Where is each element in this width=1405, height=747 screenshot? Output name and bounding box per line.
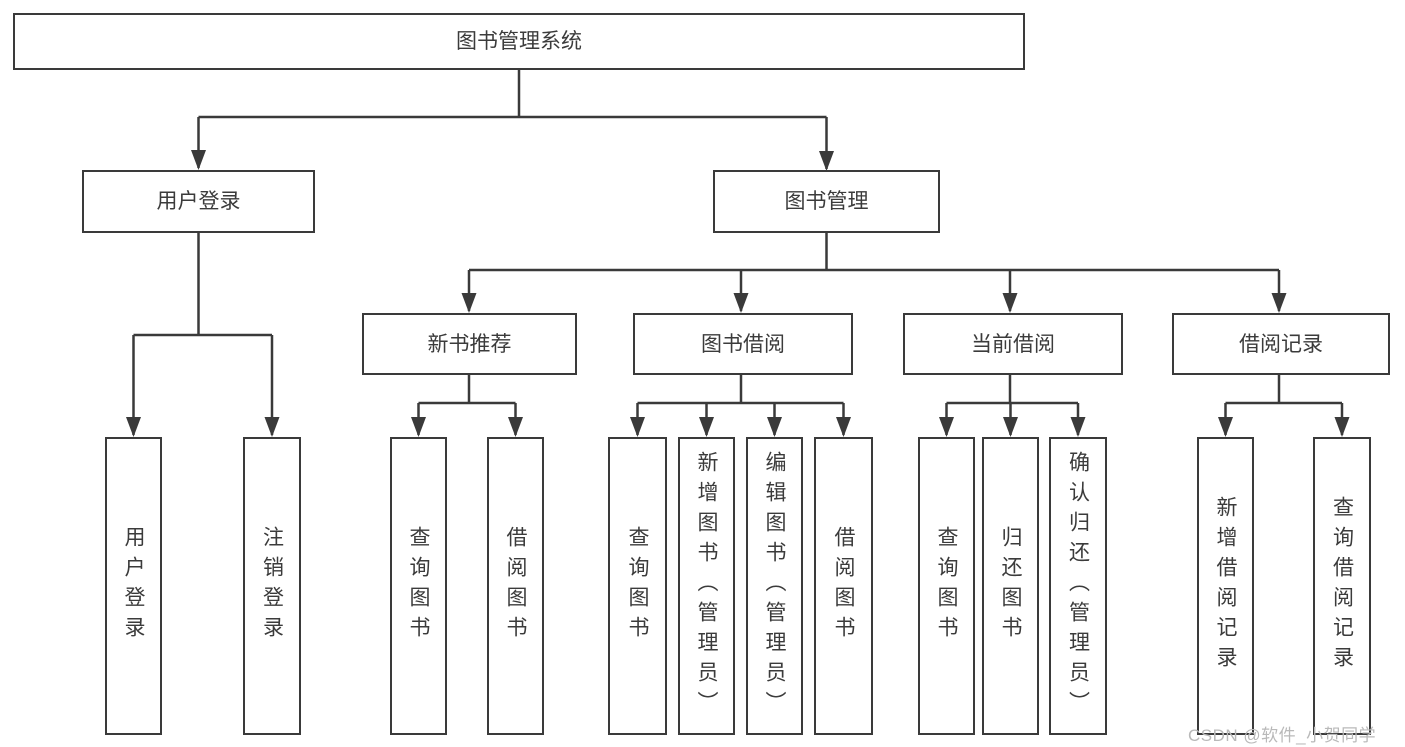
- leaf-confirm-return-admin: 确认归还（管理员）: [1049, 437, 1107, 735]
- node-label: 借阅记录: [1239, 332, 1323, 356]
- node-root: 图书管理系统: [13, 13, 1025, 70]
- node-book-management: 图书管理: [713, 170, 940, 233]
- node-label: 确认归还（管理员）: [1066, 451, 1090, 721]
- node-label: 图书管理: [784, 190, 869, 213]
- node-label: 用户登录: [122, 526, 145, 646]
- node-new-book-recommend: 新书推荐: [362, 313, 577, 375]
- node-label: 查询借阅记录: [1330, 496, 1354, 676]
- leaf-logout: 注销登录: [243, 437, 301, 735]
- node-label: 借阅图书: [504, 526, 527, 646]
- node-label: 当前借阅: [971, 332, 1055, 356]
- node-label: 新增图书（管理员）: [695, 451, 718, 721]
- leaf-borrow-books-recommend: 借阅图书: [487, 437, 544, 735]
- watermark-text: CSDN @软件_小贺同学: [1188, 726, 1377, 745]
- node-label: 归还图书: [999, 526, 1022, 646]
- node-user-login: 用户登录: [82, 170, 315, 233]
- arrowhead-icons: [126, 150, 1350, 437]
- node-label: 新增借阅记录: [1214, 496, 1237, 676]
- node-label: 查询图书: [626, 526, 649, 646]
- leaf-user-login: 用户登录: [105, 437, 162, 735]
- node-borrow-records: 借阅记录: [1172, 313, 1390, 375]
- node-current-borrow: 当前借阅: [903, 313, 1123, 375]
- leaf-return-books: 归还图书: [982, 437, 1039, 735]
- node-label: 编辑图书（管理员）: [763, 451, 786, 721]
- node-label: 图书借阅: [701, 332, 785, 356]
- leaf-add-book-admin: 新增图书（管理员）: [678, 437, 735, 735]
- node-book-borrow: 图书借阅: [633, 313, 853, 375]
- leaf-add-borrow-record: 新增借阅记录: [1197, 437, 1254, 735]
- node-label: 用户登录: [156, 190, 241, 213]
- leaf-edit-book-admin: 编辑图书（管理员）: [746, 437, 803, 735]
- leaf-query-books-borrow: 查询图书: [608, 437, 667, 735]
- node-label: 借阅图书: [832, 526, 855, 646]
- node-label: 查询图书: [407, 526, 430, 646]
- node-label: 新书推荐: [427, 332, 512, 356]
- leaf-query-books-recommend: 查询图书: [390, 437, 447, 735]
- leaf-borrow-books-borrow: 借阅图书: [814, 437, 873, 735]
- leaf-query-books-current: 查询图书: [918, 437, 975, 735]
- node-label: 注销登录: [260, 526, 284, 646]
- node-label: 查询图书: [935, 526, 958, 646]
- node-label: 图书管理系统: [456, 30, 582, 53]
- leaf-query-borrow-record: 查询借阅记录: [1313, 437, 1371, 735]
